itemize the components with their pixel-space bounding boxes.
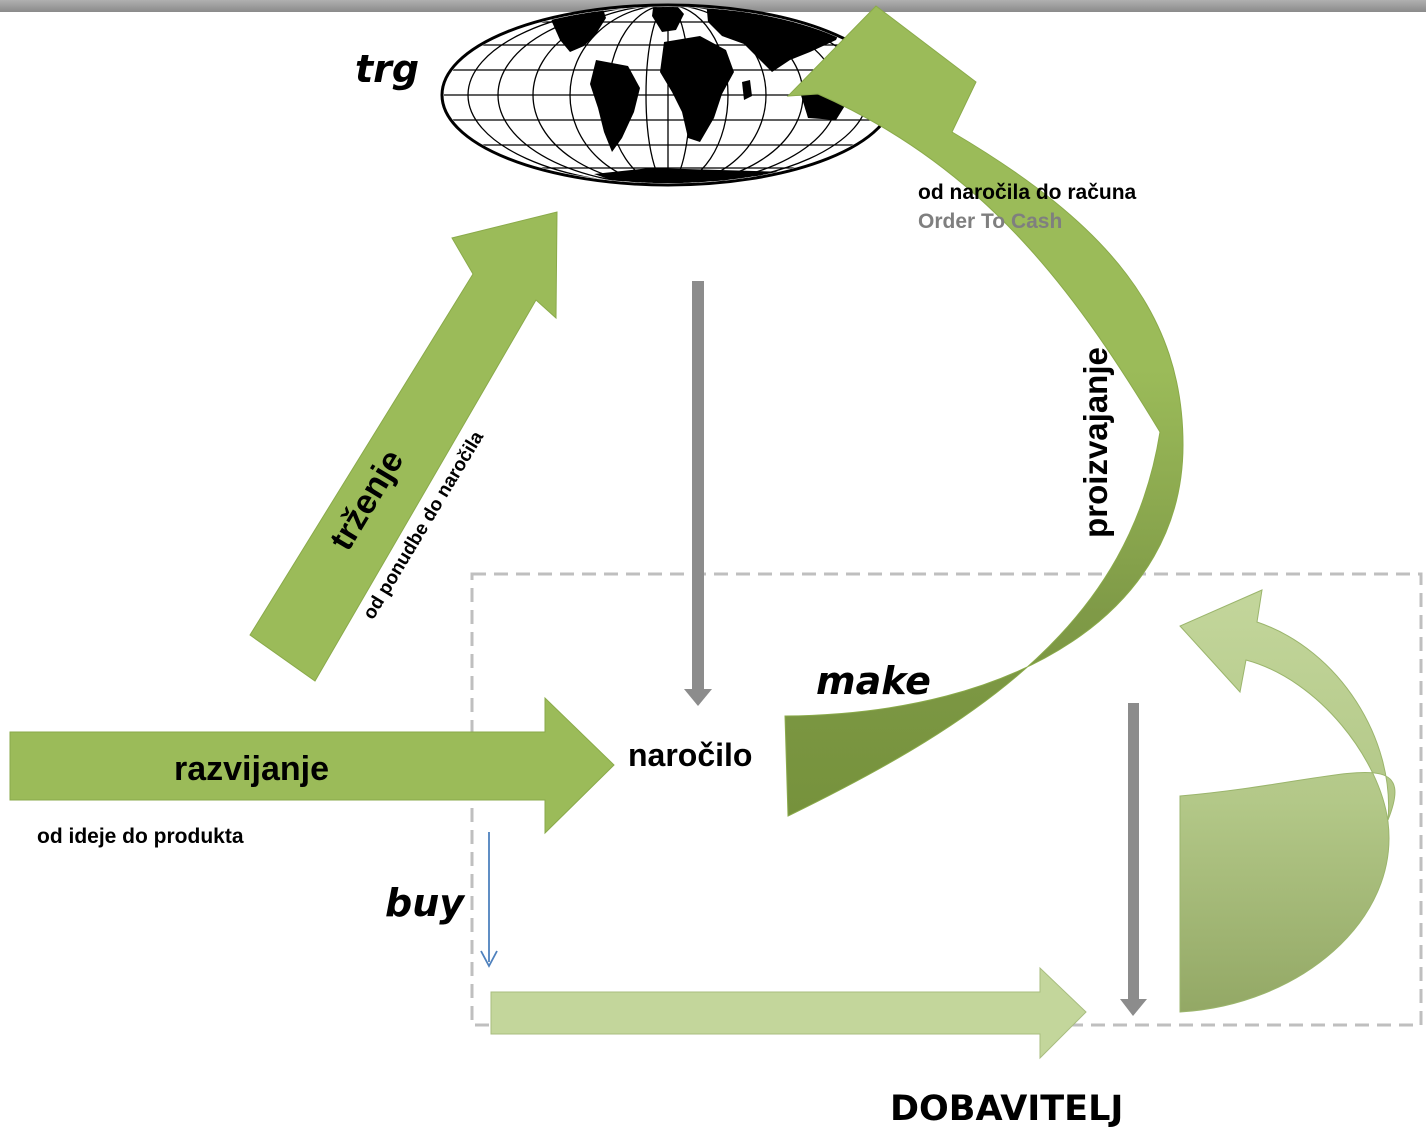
razvijanje-label: razvijanje (174, 750, 329, 788)
supplier-arrow (490, 966, 1087, 1060)
razvijanje-arrow (9, 696, 615, 835)
narocilo-label: naročilo (628, 737, 753, 773)
trzenje-arrow (249, 211, 558, 682)
od-ideje-do-produkta-label: od ideje do produkta (37, 825, 244, 848)
proizvajanje-label: proizvajanje (1076, 347, 1114, 538)
make-label: make (816, 659, 931, 703)
buy-arrow (480, 832, 498, 968)
dobavitelj-label: DOBAVITELJ (890, 1089, 1124, 1129)
supplier-order-arrow (1120, 703, 1147, 1016)
od-narocila-do-racuna-label: od naročila do računa (918, 181, 1137, 204)
order-to-cash-label: Order To Cash (918, 210, 1063, 233)
order-flow-arrow (684, 281, 712, 706)
proizvajanje-arc-arrow (784, 5, 1184, 817)
buy-label: buy (385, 881, 465, 925)
trg-label: trg (355, 47, 420, 91)
supplier-return-arc-arrow (1179, 589, 1396, 1013)
